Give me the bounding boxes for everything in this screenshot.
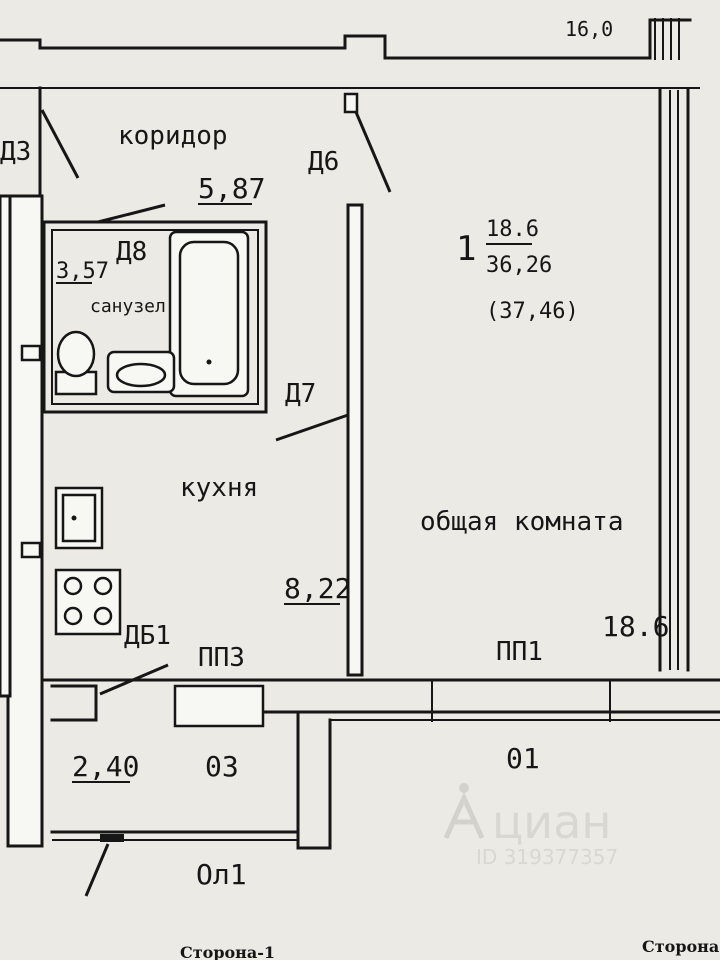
watermark: циан ID 319377357: [443, 783, 618, 869]
door-d7-leaf: [275, 413, 349, 442]
living-room-area: 18.6: [602, 610, 669, 643]
top-right-hatch: [654, 18, 680, 60]
door-label-db1: ДБ1: [124, 621, 171, 651]
watermark-brand: циан: [492, 795, 611, 849]
zone-01: 01: [506, 742, 540, 775]
partition-pp1: ПП1: [496, 637, 543, 667]
balcony-area: 2,40: [72, 750, 139, 783]
vent-box-lower: [20, 541, 42, 559]
left-wall: [6, 194, 44, 848]
stove-burners: [63, 576, 113, 626]
pp3-partition-block: [173, 684, 265, 728]
zone-03: 03: [205, 750, 239, 783]
bathtub-drain: [206, 359, 212, 365]
kitchen-sink-inner: [61, 493, 97, 543]
footer-side-left: Сторона-1: [180, 943, 275, 960]
exterior-door-leaf: [84, 843, 110, 897]
kitchen-name: кухня: [180, 473, 258, 503]
watermark-logo-icon: [443, 791, 485, 840]
partition-pp3: ПП3: [198, 643, 245, 673]
door-label-d6: Д6: [308, 147, 339, 177]
stair-wall: [263, 710, 332, 850]
living-right-wall: [658, 88, 690, 672]
apartment-number: 1: [456, 229, 476, 269]
corridor-name: коридор: [118, 121, 228, 151]
door-d6-leaf: [348, 97, 392, 193]
washbasin-bowl: [115, 362, 167, 388]
door-db1-leaf: [99, 663, 169, 696]
door-d8-leaf: [97, 203, 166, 224]
exterior-door-jamb: [100, 834, 124, 842]
kitchen-area: 8,22: [284, 572, 351, 605]
footer-side-right: Сторона: [642, 937, 719, 956]
bathroom-inner: [51, 229, 259, 405]
top-wall: [0, 18, 692, 60]
door-label-d3: Д3: [0, 137, 31, 167]
corridor-area: 5,87: [198, 172, 265, 205]
apartment-living-area: 18.6: [486, 217, 539, 242]
d6-jamb: [343, 92, 359, 114]
zone-0l1: Ол1: [196, 858, 247, 891]
door-d3-leaf: [40, 109, 80, 179]
door-label-d8: Д8: [116, 237, 147, 267]
bathtub-inner: [178, 240, 240, 386]
bathroom-area: 3,57: [56, 259, 109, 284]
kitchen-sink-drain: [71, 515, 77, 521]
bathroom-outer: [42, 220, 268, 414]
apartment-total-area: 36,26: [486, 253, 552, 278]
living-room-name: общая комната: [420, 507, 624, 537]
bottom-wall-band: [42, 678, 720, 722]
toilet-bowl: [56, 330, 96, 378]
apartment-total-with-balcony: (37,46): [486, 299, 579, 324]
balcony-outline: [50, 684, 98, 722]
bathroom-name: санузел: [90, 296, 166, 317]
left-outer-strip: [0, 194, 12, 698]
kitchen-living-wall: [346, 203, 364, 677]
watermark-id: ID 319377357: [476, 845, 618, 869]
top-dimension: 16,0: [565, 17, 613, 41]
stove: [54, 568, 122, 636]
vent-box-upper: [20, 344, 42, 362]
door-label-d7: Д7: [285, 379, 316, 409]
